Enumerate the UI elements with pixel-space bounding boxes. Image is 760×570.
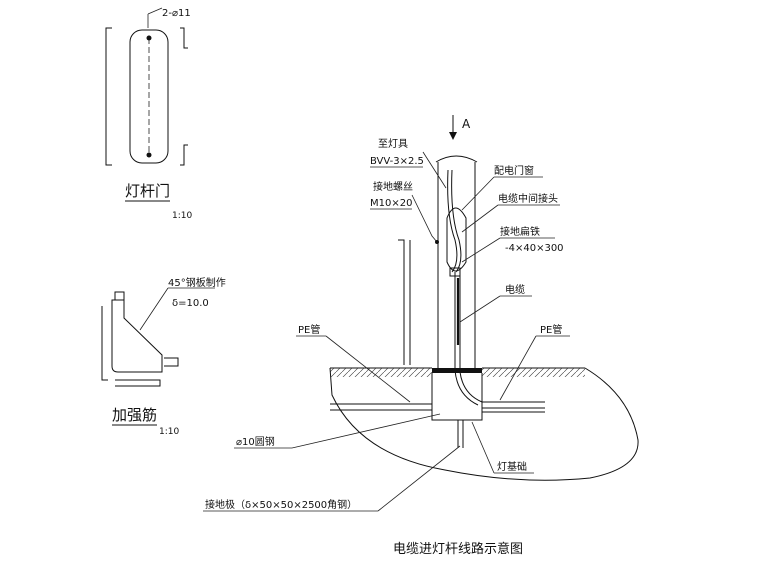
rib-top-tab: [114, 291, 125, 301]
base-plate: [432, 368, 482, 373]
rib-scale: 1:10: [159, 427, 179, 437]
ring-steel-leader: [291, 413, 441, 449]
rib-frame-left: [101, 306, 108, 381]
cable-leader: [459, 295, 501, 323]
rib-bottom-tab: [115, 379, 161, 387]
main-diagram: A: [203, 115, 639, 557]
ring-steel-label: ⌀10圆钢: [236, 435, 275, 448]
pole-left-outline: [398, 239, 405, 365]
rib-title: 加强筋: [112, 406, 157, 424]
ground-bolt-leader: [411, 194, 438, 243]
cable-to-lamp-label-2: BVV-3×2.5: [370, 156, 424, 167]
diagram-caption: 电缆进灯杆线路示意图: [393, 541, 523, 557]
flat-steel-label-2: -4×40×300: [505, 243, 564, 254]
door-top-hole: [146, 35, 152, 41]
ground-bolt-label-2: M10×20: [370, 198, 412, 209]
pe-pipe-right-label: PE管: [540, 323, 562, 336]
flat-steel-leader: [461, 237, 501, 263]
door-title: 灯杆门: [125, 182, 170, 200]
flat-steel-label-1: 接地扁铁: [500, 225, 540, 238]
foundation-label: 灯基础: [497, 460, 527, 473]
door-bottom-hole: [146, 152, 152, 158]
door-window-leader: [461, 176, 495, 211]
rib-leader: [139, 287, 169, 331]
rib-thickness-label: δ=10.0: [172, 298, 209, 309]
door-scale: 1:10: [172, 211, 192, 221]
stiffener-detail: 45°钢板制作 δ=10.0 加强筋 1:10: [101, 276, 226, 437]
pe-pipe-right-leader: [499, 335, 537, 401]
ground-rod-leader: [377, 445, 461, 512]
rib-body: [111, 299, 163, 373]
view-arrow-head: [449, 132, 457, 140]
rib-right-tab: [164, 357, 179, 367]
rib-material-label: 45°钢板制作: [168, 276, 226, 289]
joint-label: 电缆中间接头: [498, 192, 558, 205]
cable-to-lamp-leader: [422, 151, 447, 189]
excavation-outline: [329, 367, 639, 481]
pe-pipe-left-label: PE管: [298, 323, 320, 336]
door-window-label: 配电门窗: [494, 164, 534, 177]
ground-hatch-left: [330, 368, 432, 377]
ground-rod-label: 接地极（δ×50×50×2500角钢）: [205, 498, 357, 511]
door-hole-label: 2-⌀11: [162, 8, 191, 19]
ground-hatch-right: [482, 368, 585, 377]
ground-bolt-dot: [435, 240, 439, 244]
pole-top-break: [435, 155, 478, 163]
door-frame-right: [180, 27, 188, 166]
door-frame-left: [105, 27, 112, 166]
cable-joint: [449, 267, 461, 277]
pole-door-detail: 2-⌀11 灯杆门 1:10: [105, 7, 192, 221]
cable-inner-2: [451, 169, 462, 273]
door-panel: [129, 29, 169, 164]
cable-label: 电缆: [505, 283, 525, 296]
ground-bolt-label-1: 接地螺丝: [373, 180, 413, 193]
cable-to-lamp-label-1: 至灯具: [378, 138, 408, 150]
foundation-leader: [471, 421, 495, 474]
view-marker: A: [462, 117, 471, 131]
door-hole-leader: [147, 7, 163, 15]
foundation-block: [431, 373, 483, 421]
cable-down-2: [459, 272, 483, 403]
joint-leader: [461, 204, 499, 233]
cable-inner-1: [447, 169, 458, 273]
pe-pipe-left-leader: [325, 335, 411, 403]
